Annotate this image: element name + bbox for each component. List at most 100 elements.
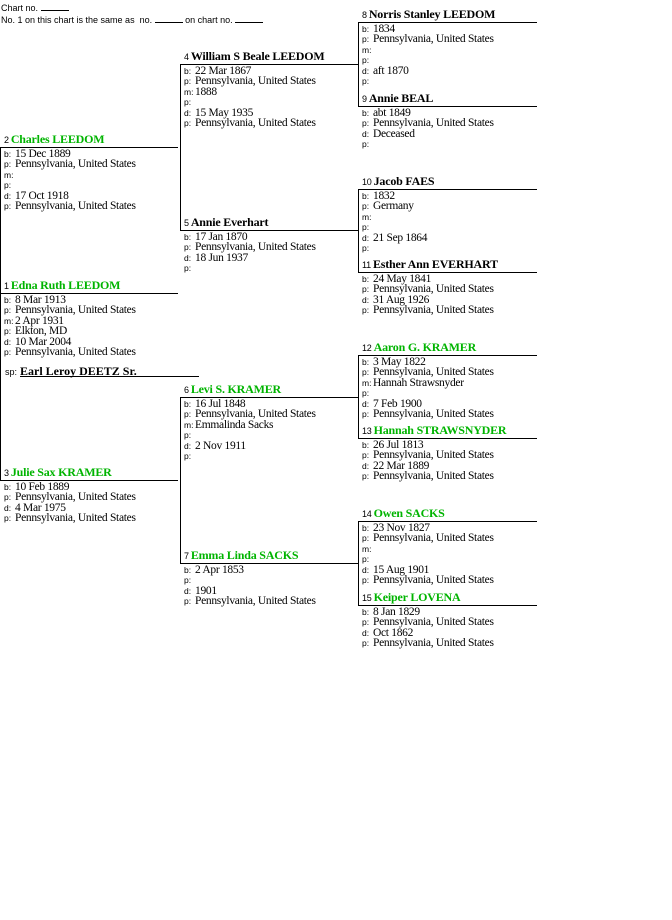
fact-row: p:Pennsylvania, United States <box>362 449 494 462</box>
fact-value: Deceased <box>373 127 415 140</box>
fact-value: 18 Jun 1937 <box>195 251 248 264</box>
person-3-line <box>0 480 178 481</box>
spouse-entry: sp:Earl Leroy DEETZ Sr. <box>5 362 137 380</box>
fact-value: Pennsylvania, United States <box>15 346 136 358</box>
fact-value: Pennsylvania, United States <box>15 200 136 212</box>
person-6-line <box>180 397 358 398</box>
fact-value: 7 Feb 1900 <box>373 397 422 410</box>
person-8-line <box>358 22 537 23</box>
fact-row: d:7 Feb 1900 <box>362 397 422 410</box>
fact-row: d:15 May 1935 <box>184 107 253 119</box>
person-number: 9 <box>362 94 367 104</box>
fact-label: b: <box>184 399 192 409</box>
fact-row: p:Pennsylvania, United States <box>362 616 494 629</box>
fact-value: aft 1870 <box>373 64 409 77</box>
fact-value: 1888 <box>195 85 217 98</box>
connector-line <box>358 22 359 107</box>
fact-label: p: <box>362 305 370 316</box>
fact-row: m:Hannah Strawsnyder <box>362 377 464 389</box>
fact-value: Pennsylvania, United States <box>373 117 494 130</box>
fact-label: p: <box>362 409 370 419</box>
same-as-line: No. 1 on this chart is the same as no. o… <box>1 14 264 25</box>
person-name-text: Aaron G. KRAMER <box>373 340 477 354</box>
fact-row: m:2 Apr 1931 <box>4 315 64 327</box>
fact-label: b: <box>362 274 370 284</box>
fact-label: p: <box>184 242 192 253</box>
fact-value: 24 May 1841 <box>373 273 432 285</box>
fact-row: p: <box>362 553 373 564</box>
fact-value: Pennsylvania, United States <box>195 75 316 88</box>
fact-label: b: <box>362 191 370 201</box>
fact-label: p: <box>4 492 12 503</box>
fact-label: p: <box>4 347 12 357</box>
connector-line <box>358 189 359 273</box>
fact-row: p: <box>184 96 195 107</box>
fact-value: 8 Jan 1829 <box>373 606 420 618</box>
fact-row: m:Emmalinda Sacks <box>184 419 274 431</box>
fact-row: p: <box>362 387 373 398</box>
person-7-line <box>180 563 358 564</box>
fact-value: 21 Sep 1864 <box>373 231 428 244</box>
person-name-text: Keiper LOVENA <box>373 590 461 604</box>
fact-row: p:Pennsylvania, United States <box>362 117 494 130</box>
fact-row: d:22 Mar 1889 <box>362 460 429 472</box>
fact-row: d:1901 <box>184 585 217 597</box>
fact-label: d: <box>4 502 12 513</box>
chart-number-line: Chart no. <box>1 2 69 13</box>
fact-row: p: <box>362 75 373 86</box>
connector-line <box>358 521 359 606</box>
fact-row: p:Germany <box>362 200 414 213</box>
fact-row: b:8 Jan 1829 <box>362 606 420 618</box>
fact-row: p:Pennsylvania, United States <box>362 408 494 420</box>
chart-no-label: Chart no. <box>1 3 39 13</box>
fact-label: p: <box>184 118 192 128</box>
fact-label: p: <box>4 513 12 524</box>
person-number: 5 <box>184 218 189 228</box>
person-number: 2 <box>4 135 9 145</box>
fact-label: b: <box>184 232 192 242</box>
fact-label: b: <box>362 607 370 617</box>
person-name-text: Edna Ruth LEEDOM <box>10 278 121 292</box>
fact-row: b:26 Jul 1813 <box>362 439 424 451</box>
fact-value: Pennsylvania, United States <box>15 512 136 525</box>
fact-row: b:3 May 1822 <box>362 356 426 368</box>
spouse-name[interactable]: Earl Leroy DEETZ Sr. <box>20 364 137 378</box>
fact-row: p: <box>362 242 373 253</box>
fact-row: m:1888 <box>184 85 217 98</box>
fact-row: b:16 Jul 1848 <box>184 398 246 410</box>
on-chart-label: on chart no. <box>185 15 233 25</box>
fact-label: d: <box>184 585 192 596</box>
fact-value: Pennsylvania, United States <box>195 241 316 254</box>
fact-value: 23 Nov 1827 <box>373 522 430 534</box>
fact-label: p: <box>4 201 12 211</box>
on-chart-no-blank <box>235 14 264 23</box>
fact-value: Pennsylvania, United States <box>373 408 494 420</box>
connector-line <box>180 397 181 564</box>
fact-value: Pennsylvania, United States <box>373 366 494 379</box>
fact-row: d:4 Mar 1975 <box>4 502 66 514</box>
fact-row: p:Pennsylvania, United States <box>4 491 136 504</box>
fact-row: b:22 Mar 1867 <box>184 65 251 77</box>
fact-label: p: <box>362 243 370 253</box>
person-name-text: Charles LEEDOM <box>10 132 105 146</box>
fact-label: d: <box>362 564 370 575</box>
same-as-label: No. 1 on this chart is the same as no. <box>1 15 153 25</box>
fact-row: p: <box>184 450 195 461</box>
person-14-line <box>358 521 537 522</box>
fact-row: m: <box>362 543 373 554</box>
